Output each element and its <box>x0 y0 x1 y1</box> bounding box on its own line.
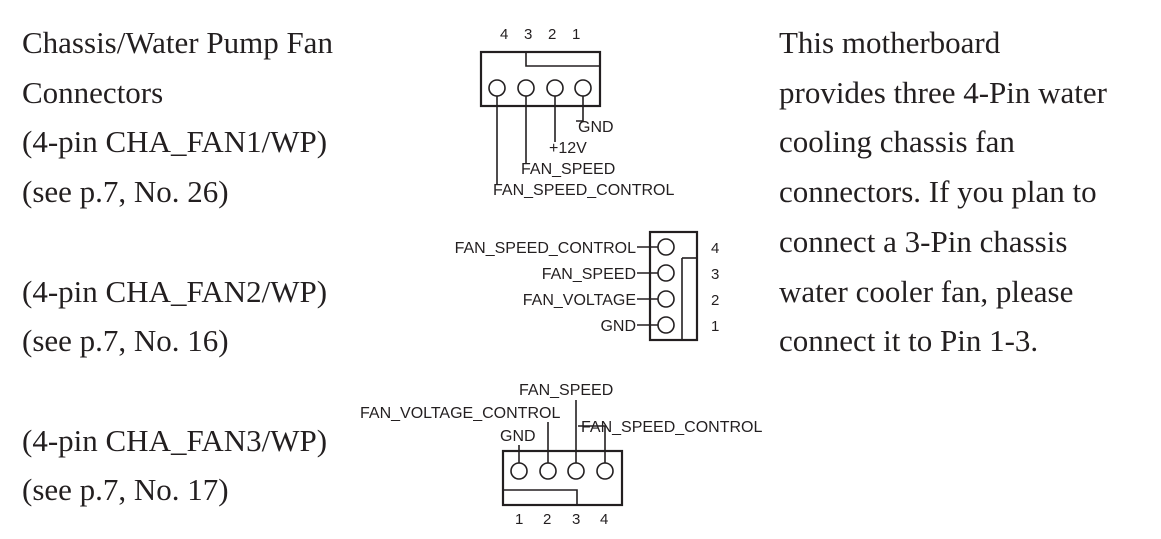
pin-hole <box>567 462 585 480</box>
cha-fan3-ref: (see p.7, No. 17) <box>22 472 229 507</box>
pin-number: 3 <box>711 266 719 283</box>
pin-hole <box>539 462 557 480</box>
connector-key <box>525 52 600 67</box>
description-line: connect it to Pin 1-3. <box>779 323 1039 358</box>
description-line: connectors. If you plan to <box>779 174 1097 209</box>
pin-hole <box>596 462 614 480</box>
pin-hole <box>510 462 528 480</box>
cha-fan3-diagram: FAN_SPEED FAN_VOLTAGE_CONTROL GND FAN_SP… <box>360 382 762 528</box>
v12-label: +12V <box>549 140 587 157</box>
section-title-line1: Chassis/Water Pump Fan <box>22 25 333 60</box>
pin-hole <box>546 79 564 97</box>
cha-fan1-ref: (see p.7, No. 26) <box>22 174 229 209</box>
description-line: provides three 4-Pin water <box>779 75 1107 110</box>
pin-number: 1 <box>572 26 580 43</box>
pin-hole <box>657 238 675 256</box>
description-line: This motherboard <box>779 25 1001 60</box>
pin-number: 1 <box>515 511 523 528</box>
pin-number: 1 <box>711 318 719 335</box>
cha-fan3-label: (4-pin CHA_FAN3/WP) <box>22 423 328 458</box>
pin-number: 3 <box>572 511 580 528</box>
cha-fan2-label: (4-pin CHA_FAN2/WP) <box>22 274 328 309</box>
pin-number: 4 <box>500 26 508 43</box>
pin-hole <box>488 79 506 97</box>
connector-key <box>503 489 578 505</box>
pin-hole <box>517 79 535 97</box>
gnd-leader <box>576 96 584 122</box>
cha-fan1-label: (4-pin CHA_FAN1/WP) <box>22 124 328 159</box>
pin-hole <box>657 316 675 334</box>
description-line: cooling chassis fan <box>779 124 1015 159</box>
fan-speed-label: FAN_SPEED <box>521 161 615 178</box>
connector-housing <box>648 230 699 342</box>
fan-speed-control-label: FAN_SPEED_CONTROL <box>581 419 762 436</box>
pin-hole <box>574 79 592 97</box>
gnd-label: GND <box>600 318 636 335</box>
gnd-label: GND <box>578 119 614 136</box>
description-line: connect a 3-Pin chassis <box>779 224 1068 259</box>
pin-number: 4 <box>711 240 719 257</box>
connector-housing <box>501 449 624 507</box>
fan-speed-label: FAN_SPEED <box>542 266 636 283</box>
pin-hole <box>657 290 675 308</box>
pin-number: 2 <box>548 26 556 43</box>
cha-fan2-diagram: FAN_SPEED_CONTROL FAN_SPEED FAN_VOLTAGE … <box>455 230 719 342</box>
connector-housing <box>479 50 602 108</box>
pin-number: 3 <box>524 26 532 43</box>
fan-speed-label: FAN_SPEED <box>519 382 613 399</box>
fan-speed-control-label: FAN_SPEED_CONTROL <box>455 240 636 257</box>
description-line: water cooler fan, please <box>779 274 1074 309</box>
cha-fan2-ref: (see p.7, No. 16) <box>22 323 229 358</box>
pin-number: 2 <box>711 292 719 309</box>
pin-number: 2 <box>543 511 551 528</box>
fan-voltage-control-label: FAN_VOLTAGE_CONTROL <box>360 405 560 422</box>
section-title-line2: Connectors <box>22 75 164 110</box>
fan-voltage-label: FAN_VOLTAGE <box>523 292 636 309</box>
cha-fan1-diagram: 4 3 2 1 GND +12V FAN_SPEED FAN_SPEED_CON… <box>479 26 674 199</box>
gnd-label: GND <box>500 428 536 445</box>
fan-speed-control-label: FAN_SPEED_CONTROL <box>493 182 674 199</box>
pin-number: 4 <box>600 511 608 528</box>
pin-hole <box>657 264 675 282</box>
